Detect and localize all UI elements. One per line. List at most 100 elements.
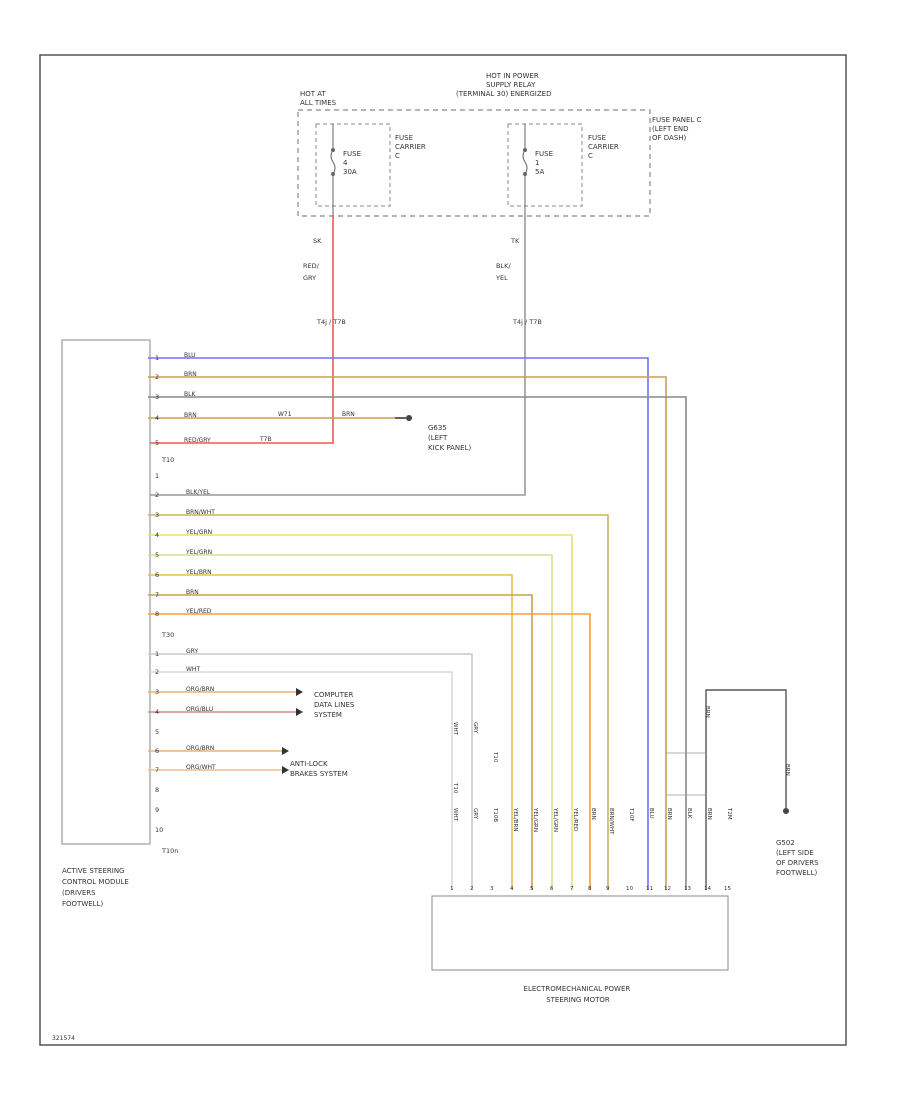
g635-splice-label: W71 — [278, 411, 292, 418]
motor-wire-label-3: T10B — [492, 807, 498, 822]
g635-label: G635 (LEFT KICK PANEL) — [428, 424, 471, 452]
g502-wire-label: BRN — [704, 706, 710, 718]
t30-arrow-6 — [282, 747, 289, 755]
motor-pin-9: 9 — [606, 886, 610, 892]
motor-shield-splices — [666, 752, 706, 796]
module-wire-label-2: BRN — [184, 371, 197, 378]
t10-wire-label-8: YEL/RED — [185, 608, 212, 615]
module-pin-3: 3 — [155, 393, 159, 401]
upper-wires — [148, 357, 687, 890]
figure-id: 321574 — [52, 1035, 75, 1042]
t10-wire-label-6: YEL/BRN — [185, 569, 212, 576]
fuse-carrier-right-label: FUSE CARRIER C — [588, 134, 621, 160]
fuse-left-label: FUSE 4 30A — [343, 150, 363, 176]
motor-pin-8: 8 — [588, 886, 592, 892]
t30-arrow-4 — [296, 708, 303, 716]
t30-pin-10: 10 — [155, 826, 163, 834]
t10-wire-5 — [148, 554, 553, 890]
motor-wire-label-13: BLK — [686, 808, 692, 819]
t30-arrow-3 — [296, 688, 303, 696]
motor-pin-4: 4 — [510, 886, 514, 892]
motor-wire-label-1: WHT — [452, 808, 458, 822]
fuse-right-label: FUSE 1 5A — [535, 150, 555, 176]
fuse-carrier-right-box — [507, 123, 583, 207]
gry-upper-label: GRY — [472, 722, 478, 734]
t30-pin-6: 6 — [155, 747, 159, 755]
feed-right-pin: TK — [510, 237, 520, 245]
t10-splice-left: T10 — [452, 782, 458, 794]
power-steering-motor-box — [431, 895, 729, 971]
motor-pin-11: 11 — [646, 886, 653, 892]
t10-wire-4 — [148, 534, 573, 890]
module-pin-4: 4 — [155, 414, 159, 422]
module-wire-label-1: BLU — [184, 352, 196, 359]
t10-pin-5: 5 — [155, 551, 159, 559]
wire-blu — [148, 357, 649, 890]
module-pin-5: 5 — [155, 439, 159, 447]
fuse-right-symbol — [522, 124, 528, 216]
t10-pin-2: 2 — [155, 491, 159, 499]
t10-pin-7: 7 — [155, 591, 159, 599]
motor-wire-label-10: T10F — [628, 807, 634, 822]
module-wire-label-3: BLK — [184, 391, 196, 398]
t10-wire-6 — [148, 574, 513, 890]
feed-right-conn: T4j / T7B — [512, 318, 542, 326]
g502-wire-label-2: BRN — [784, 764, 790, 776]
hot-at-all-times-label: HOT AT ALL TIMES — [300, 90, 337, 107]
motor-wire-label-5: YEL/GRN — [532, 807, 538, 832]
t10-wires — [148, 514, 609, 890]
t10-wire-3 — [148, 514, 609, 890]
hot-in-power-relay-label: HOT IN POWER SUPPLY RELAY (TERMINAL 30) … — [456, 72, 551, 98]
g502-ground — [705, 689, 787, 890]
t10-pin-6: 6 — [155, 571, 159, 579]
motor-pin-labels: 1WHT2GRY3T10B4YEL/BRN5YEL/GRN6YEL/GRN7YE… — [450, 722, 732, 892]
motor-wire-label-14: BRN — [706, 808, 712, 820]
motor-pin-2: 2 — [470, 886, 474, 892]
module-wire-label-5: RED/GRY — [184, 437, 211, 444]
feed-left-conn: T4j / T7B — [316, 318, 346, 326]
fuse-panel-c-label: FUSE PANEL C (LEFT END OF DASH) — [652, 116, 704, 142]
power-steering-motor-label: ELECTROMECHANICAL POWER STEERING MOTOR — [524, 985, 633, 1004]
feed-left-pin: SK — [313, 237, 322, 245]
feed-left-wire-label: RED/ GRY — [303, 262, 321, 282]
wire-blk — [148, 396, 687, 890]
t10-wire-8 — [148, 613, 591, 890]
t10-pin-4: 4 — [155, 531, 159, 539]
antilock-brakes-label: ANTI-LOCK BRAKES SYSTEM — [290, 760, 348, 778]
motor-pin-1: 1 — [450, 886, 454, 892]
t30-wire-label-7: ORG/WHT — [186, 764, 216, 771]
t30-wire-label-3: ORG/BRN — [186, 686, 214, 693]
fuse-left-symbol — [330, 124, 336, 216]
t10-connector-label: T10 — [161, 456, 174, 464]
t30-wire-label-4: ORG/BLU — [186, 706, 213, 713]
t10-wire-label-2: BLK/YEL — [186, 489, 211, 496]
active-steering-module-label: ACTIVE STEERING CONTROL MODULE (DRIVERS … — [62, 867, 131, 908]
g502-label: G502 (LEFT SIDE OF DRIVERS FOOTWELL) — [776, 839, 821, 877]
fuse-carrier-left-label: FUSE CARRIER C — [395, 134, 428, 160]
t10-wire-label-7: BRN — [186, 589, 199, 596]
wire-blk-yel-feed — [148, 216, 526, 496]
g635-wire-label: BRN — [342, 411, 355, 418]
fuse-feed-wires — [148, 216, 526, 496]
motor-pin-6: 6 — [550, 886, 554, 892]
red-gry-conn-label: T7B — [259, 436, 272, 443]
motor-pin-3: 3 — [490, 886, 494, 892]
motor-wire-label-9: BRN/WHT — [608, 808, 614, 835]
t10-wire-label-4: YEL/GRN — [185, 529, 212, 536]
g502-ground-dot — [783, 808, 789, 814]
t10-splice-right: T10 — [492, 751, 498, 763]
motor-wire-label-7: YEL/RED — [572, 807, 578, 831]
feed-right-wire-label: BLK/ YEL — [495, 262, 513, 282]
t10-pin-8: 8 — [155, 610, 159, 618]
t10-pin-1: 1 — [155, 472, 159, 480]
motor-pin-14: 14 — [704, 886, 711, 892]
t30-pin-7: 7 — [155, 766, 159, 774]
computer-data-lines-label: COMPUTER DATA LINES SYSTEM — [314, 691, 357, 719]
t30-wire-label-2: WHT — [186, 666, 200, 673]
t30-pin-8: 8 — [155, 786, 159, 794]
motor-wire-label-8: BRN — [590, 808, 596, 820]
t30-pin-2: 2 — [155, 668, 159, 676]
